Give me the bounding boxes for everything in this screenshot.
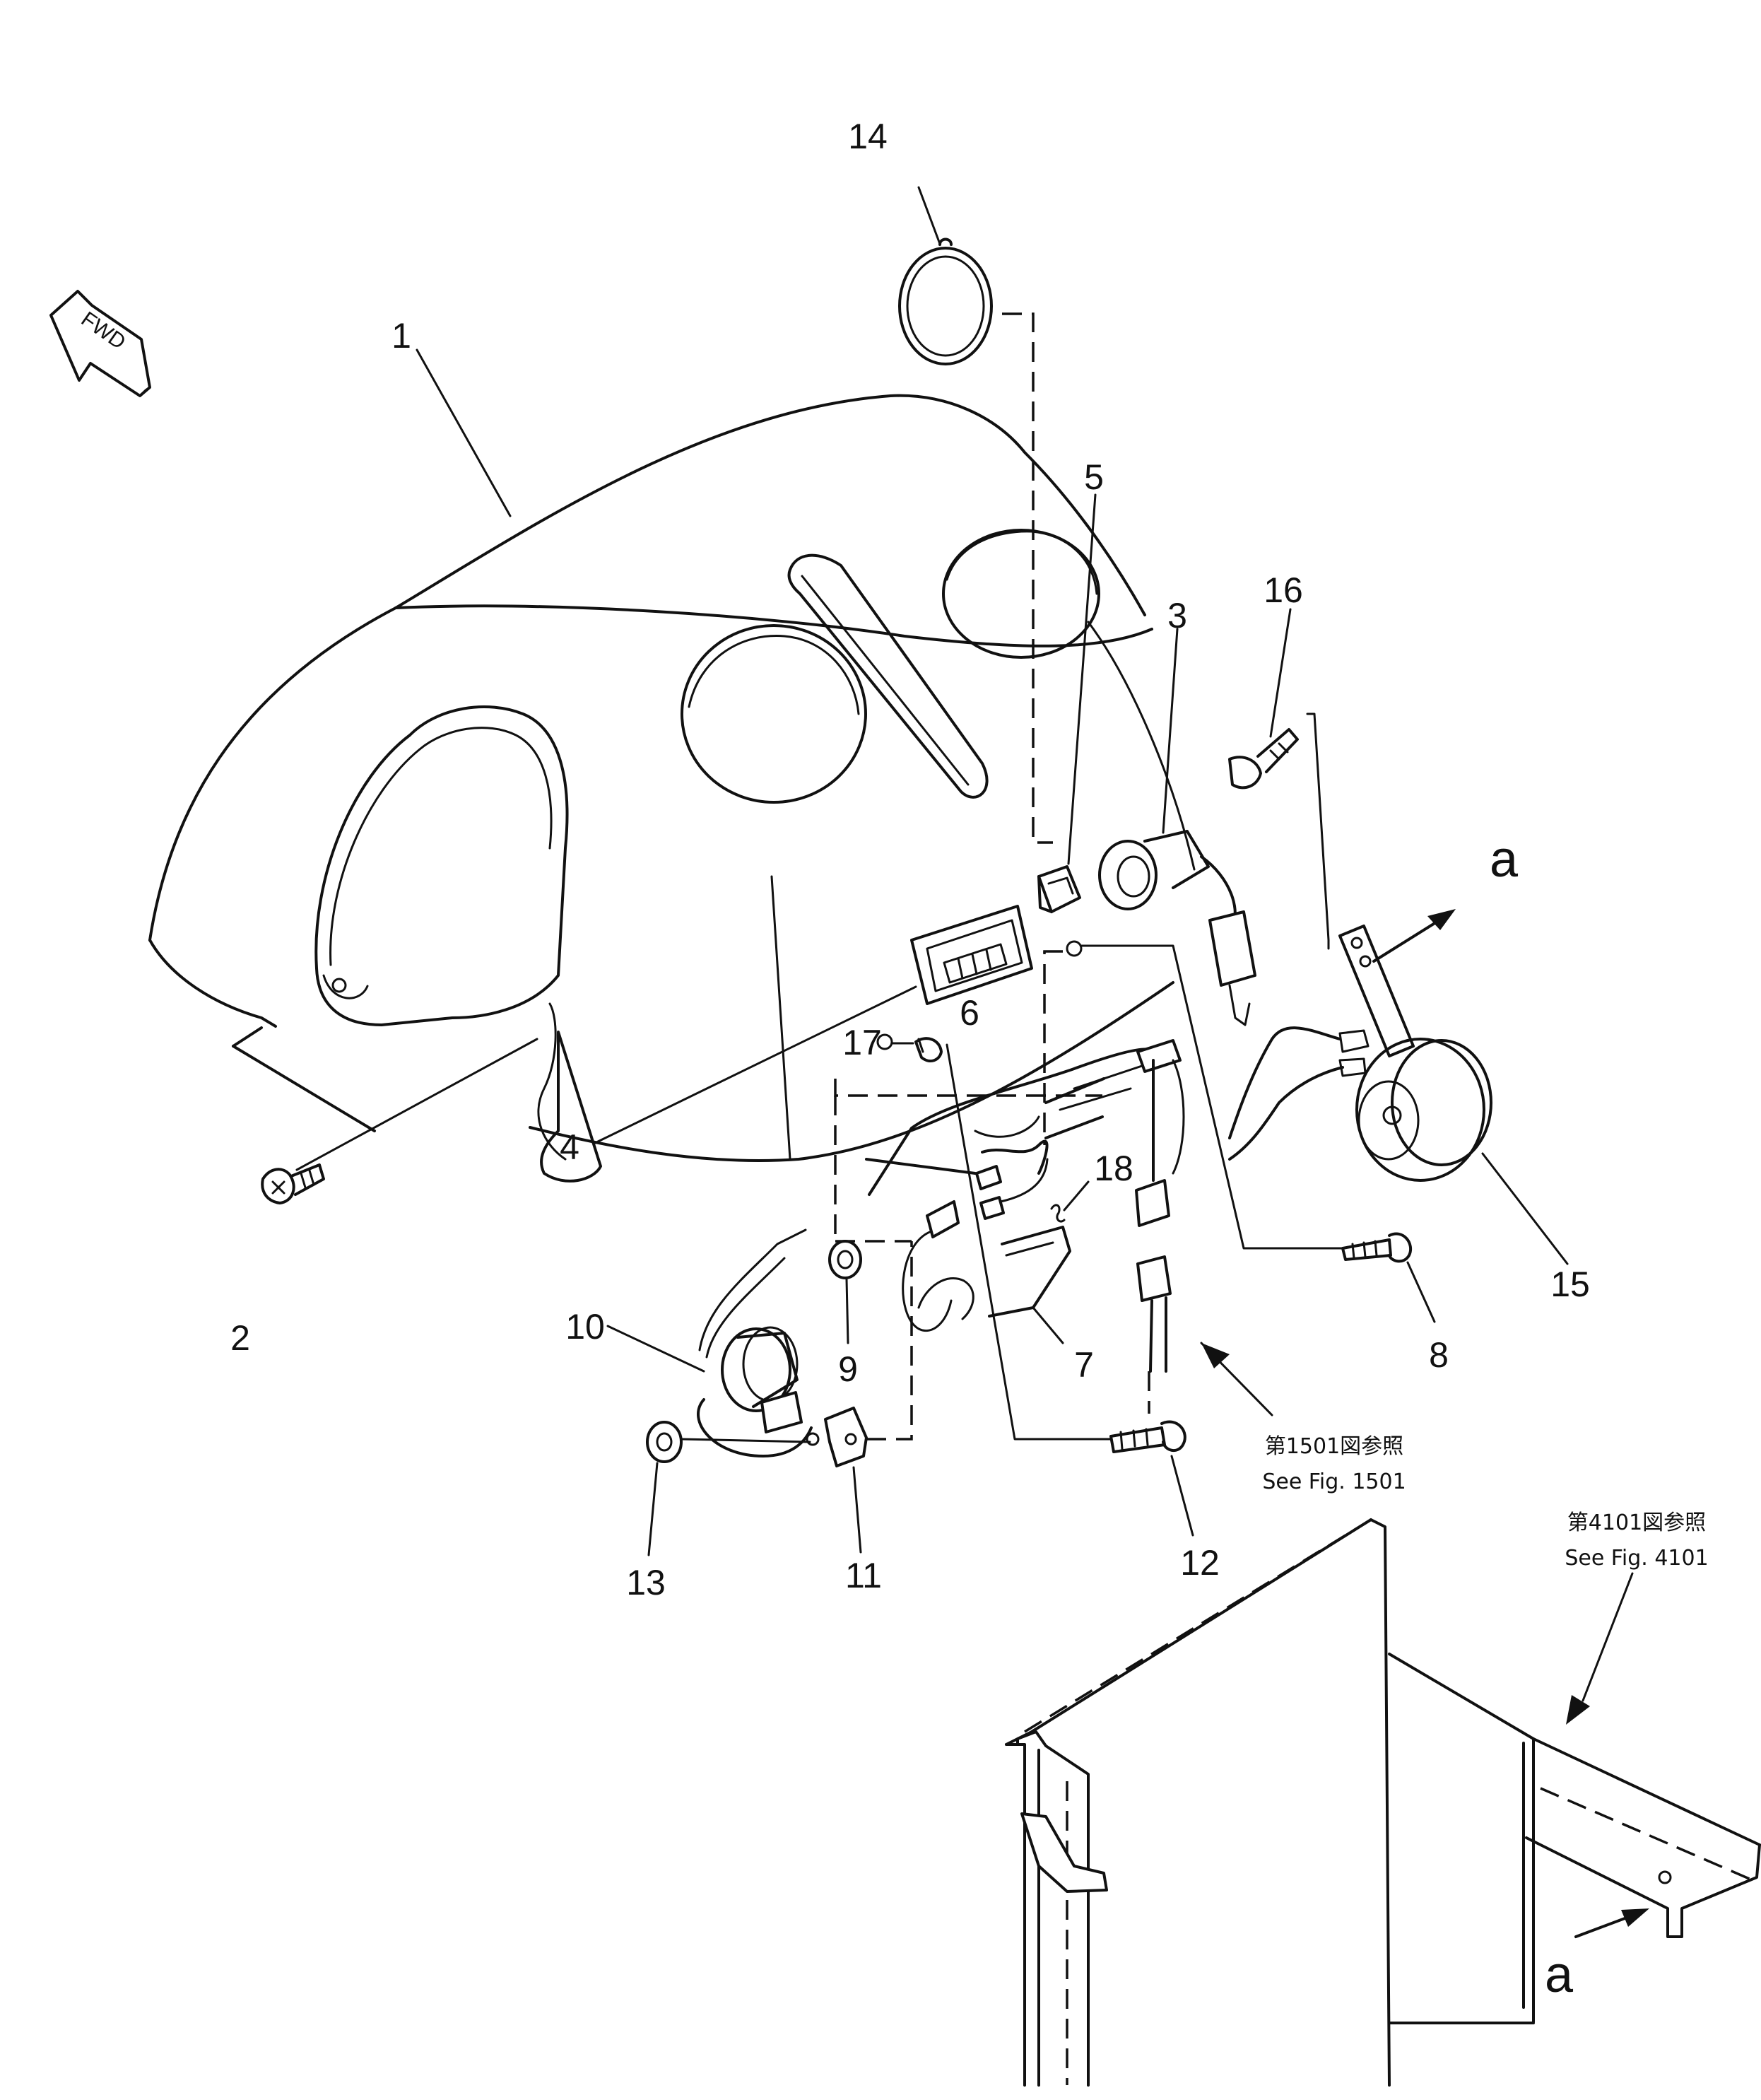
callout-3: 3	[1167, 596, 1187, 635]
console-cover	[148, 394, 1196, 1183]
ref-fig4101-en: See Fig. 4101	[1565, 1546, 1708, 1571]
ring-14	[898, 237, 993, 365]
screw-12	[1109, 1420, 1186, 1453]
callout-6: 6	[960, 993, 979, 1033]
section-label-a-top: a	[1490, 831, 1519, 888]
section-arrow-a-top	[1372, 909, 1456, 963]
screw-2	[261, 1163, 325, 1204]
ref-fig1501-en: See Fig. 1501	[1262, 1470, 1406, 1494]
connector-fig1501	[1136, 1255, 1172, 1414]
bracket-7	[902, 1200, 1071, 1332]
ref-fig4101-jp: 第4101図参照	[1567, 1511, 1706, 1535]
hour-meter-4	[910, 905, 1033, 1005]
callout-14: 14	[848, 117, 888, 156]
callout-4: 4	[560, 1127, 579, 1167]
callout-11: 11	[845, 1556, 882, 1595]
switch-5	[1037, 865, 1081, 913]
frame-assembly	[1005, 1518, 1761, 2087]
callout-12: 12	[1180, 1543, 1220, 1583]
ref-fig1501-jp: 第1501図参照	[1265, 1434, 1403, 1459]
leader-screw-2	[295, 1038, 538, 1171]
callout-8: 8	[1429, 1335, 1449, 1375]
bolt-16	[1228, 728, 1299, 790]
callout-15: 15	[1550, 1265, 1590, 1304]
callout-18: 18	[1094, 1149, 1133, 1188]
clip-17	[914, 1037, 943, 1063]
callout-10: 10	[565, 1307, 605, 1347]
horn-15	[1228, 925, 1492, 1182]
bracket-11	[824, 1407, 868, 1467]
callout-13: 13	[626, 1563, 666, 1602]
callout-2: 2	[230, 1318, 250, 1358]
fwd-arrow-icon: FWD	[49, 290, 151, 397]
section-label-a-bottom: a	[1545, 1947, 1574, 2003]
callout-1: 1	[391, 316, 411, 356]
callout-17: 17	[842, 1023, 882, 1062]
wiring-harness-6	[865, 1039, 1185, 1227]
callout-7: 7	[1074, 1345, 1094, 1385]
callout-5: 5	[1084, 457, 1104, 497]
nut-13	[646, 1421, 683, 1463]
key-switch-3	[1098, 830, 1256, 1026]
section-arrow-a-bottom	[1574, 1908, 1649, 1938]
callout-16: 16	[1264, 570, 1303, 610]
screw-8	[1341, 1232, 1412, 1263]
nut-9	[828, 1240, 862, 1279]
buzzer-10	[697, 1228, 813, 1457]
callout-9: 9	[838, 1349, 858, 1389]
